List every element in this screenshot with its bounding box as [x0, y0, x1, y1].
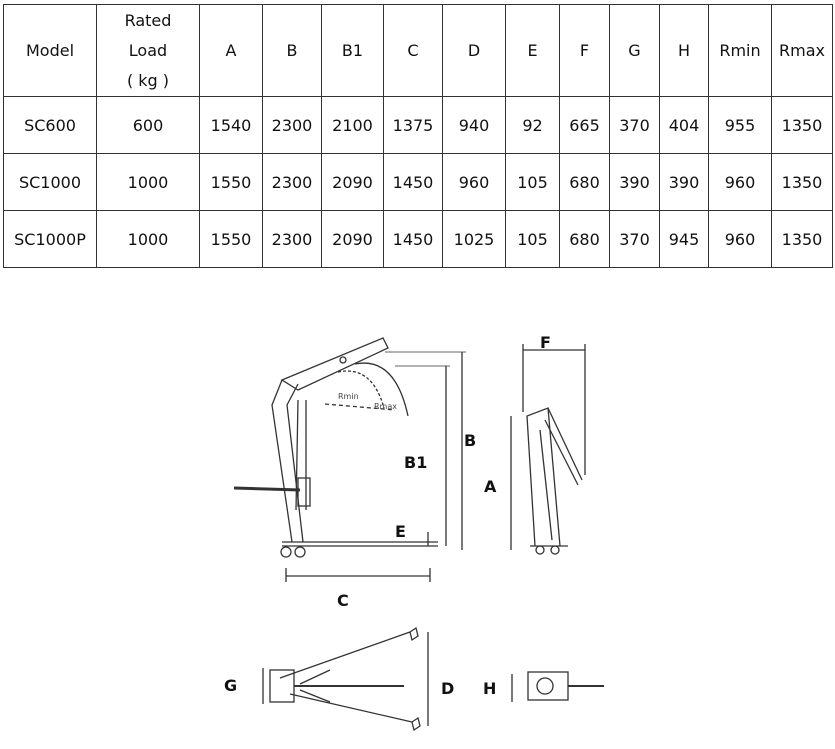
dimension-cell: 1550 [199, 210, 263, 268]
dimension-cell: 404 [659, 96, 709, 154]
model-cell: SC1000P [3, 210, 97, 268]
dimension-cell: 955 [708, 96, 772, 154]
dimension-cell: 680 [559, 153, 610, 211]
rated-load-cell: 600 [96, 96, 200, 154]
header-b1: B1 [321, 4, 384, 97]
header-d: D [442, 4, 506, 97]
dimension-cell: 2300 [262, 96, 322, 154]
header-rated-load: Rated Load ( kg ) [96, 4, 200, 97]
header-a: A [199, 4, 263, 97]
dimension-cell: 1450 [383, 153, 443, 211]
header-rmax: Rmax [771, 4, 833, 97]
label-rmax: Rmax [374, 402, 397, 411]
label-e: E [395, 522, 406, 541]
dimension-cell: 390 [659, 153, 709, 211]
dimension-cell: 960 [708, 153, 772, 211]
boom [280, 337, 389, 391]
label-b1: B1 [404, 453, 427, 472]
label-rmin: Rmin [338, 392, 359, 401]
dimension-cell: 1550 [199, 153, 263, 211]
front-view [510, 344, 586, 555]
front-mast [526, 407, 561, 547]
rated-load-cell: 1000 [96, 153, 200, 211]
header-rated-load-line: Rated [124, 10, 172, 30]
header-rmin: Rmin [708, 4, 772, 97]
dimension-cell: 1350 [771, 153, 833, 211]
dimension-cell: 665 [559, 96, 610, 154]
dimension-cell: 1375 [383, 96, 443, 154]
dimension-cell: 680 [559, 210, 610, 268]
label-g: G [224, 676, 237, 695]
header-c: C [383, 4, 443, 97]
dimension-cell: 2100 [321, 96, 384, 154]
dimension-cell: 2300 [262, 153, 322, 211]
dimension-cell: 960 [442, 153, 506, 211]
header-model: Model [3, 4, 97, 97]
dimension-cell: 2090 [321, 153, 384, 211]
dimension-cell: 105 [505, 210, 560, 268]
dimension-cell: 105 [505, 153, 560, 211]
rated-load-cell: 1000 [96, 210, 200, 268]
dimension-cell: 1350 [771, 96, 833, 154]
header-b: B [262, 4, 322, 97]
top-legs [279, 631, 413, 723]
spec-table: Model Rated Load ( kg ) A B B1 C D E F G… [3, 4, 833, 268]
label-h: H [483, 679, 496, 698]
dimension-cell: 92 [505, 96, 560, 154]
dimension-cell: 2300 [262, 210, 322, 268]
rmin-arc [337, 370, 385, 409]
label-f: F [540, 333, 551, 352]
label-b: B [464, 431, 476, 450]
model-cell: SC1000 [3, 153, 97, 211]
crane-drawing: F B B1 A E C G D H Rmin Rmax [224, 333, 604, 732]
header-f: F [559, 4, 610, 97]
dimension-cell: 390 [609, 153, 660, 211]
wheel-icon [280, 546, 292, 558]
label-c: C [337, 591, 349, 610]
header-rated-load-line: Load [128, 40, 168, 60]
header-h: H [659, 4, 709, 97]
side-view [233, 337, 466, 582]
dimension-cell: 370 [609, 210, 660, 268]
header-e: E [505, 4, 560, 97]
dimension-cell: 2090 [321, 210, 384, 268]
header-g: G [609, 4, 660, 97]
dimension-cell: 1450 [383, 210, 443, 268]
top-view-small [511, 671, 604, 702]
model-cell: SC600 [3, 96, 97, 154]
top-view [262, 626, 429, 732]
dimension-cell: 940 [442, 96, 506, 154]
dimension-cell: 1350 [771, 210, 833, 268]
header-rated-load-line: ( kg ) [126, 70, 170, 90]
label-a: A [484, 477, 497, 496]
dimension-cell: 1025 [442, 210, 506, 268]
dimension-cell: 960 [708, 210, 772, 268]
dimension-cell: 945 [659, 210, 709, 268]
dimension-cell: 370 [609, 96, 660, 154]
hydraulic-ram [295, 399, 307, 511]
dimension-cell: 1540 [199, 96, 263, 154]
header-row: Model Rated Load ( kg ) A B B1 C D E F G… [3, 4, 833, 97]
small-base [527, 671, 569, 701]
pump-handle [233, 486, 301, 492]
label-d: D [441, 679, 454, 698]
rmax-arc [354, 362, 409, 417]
